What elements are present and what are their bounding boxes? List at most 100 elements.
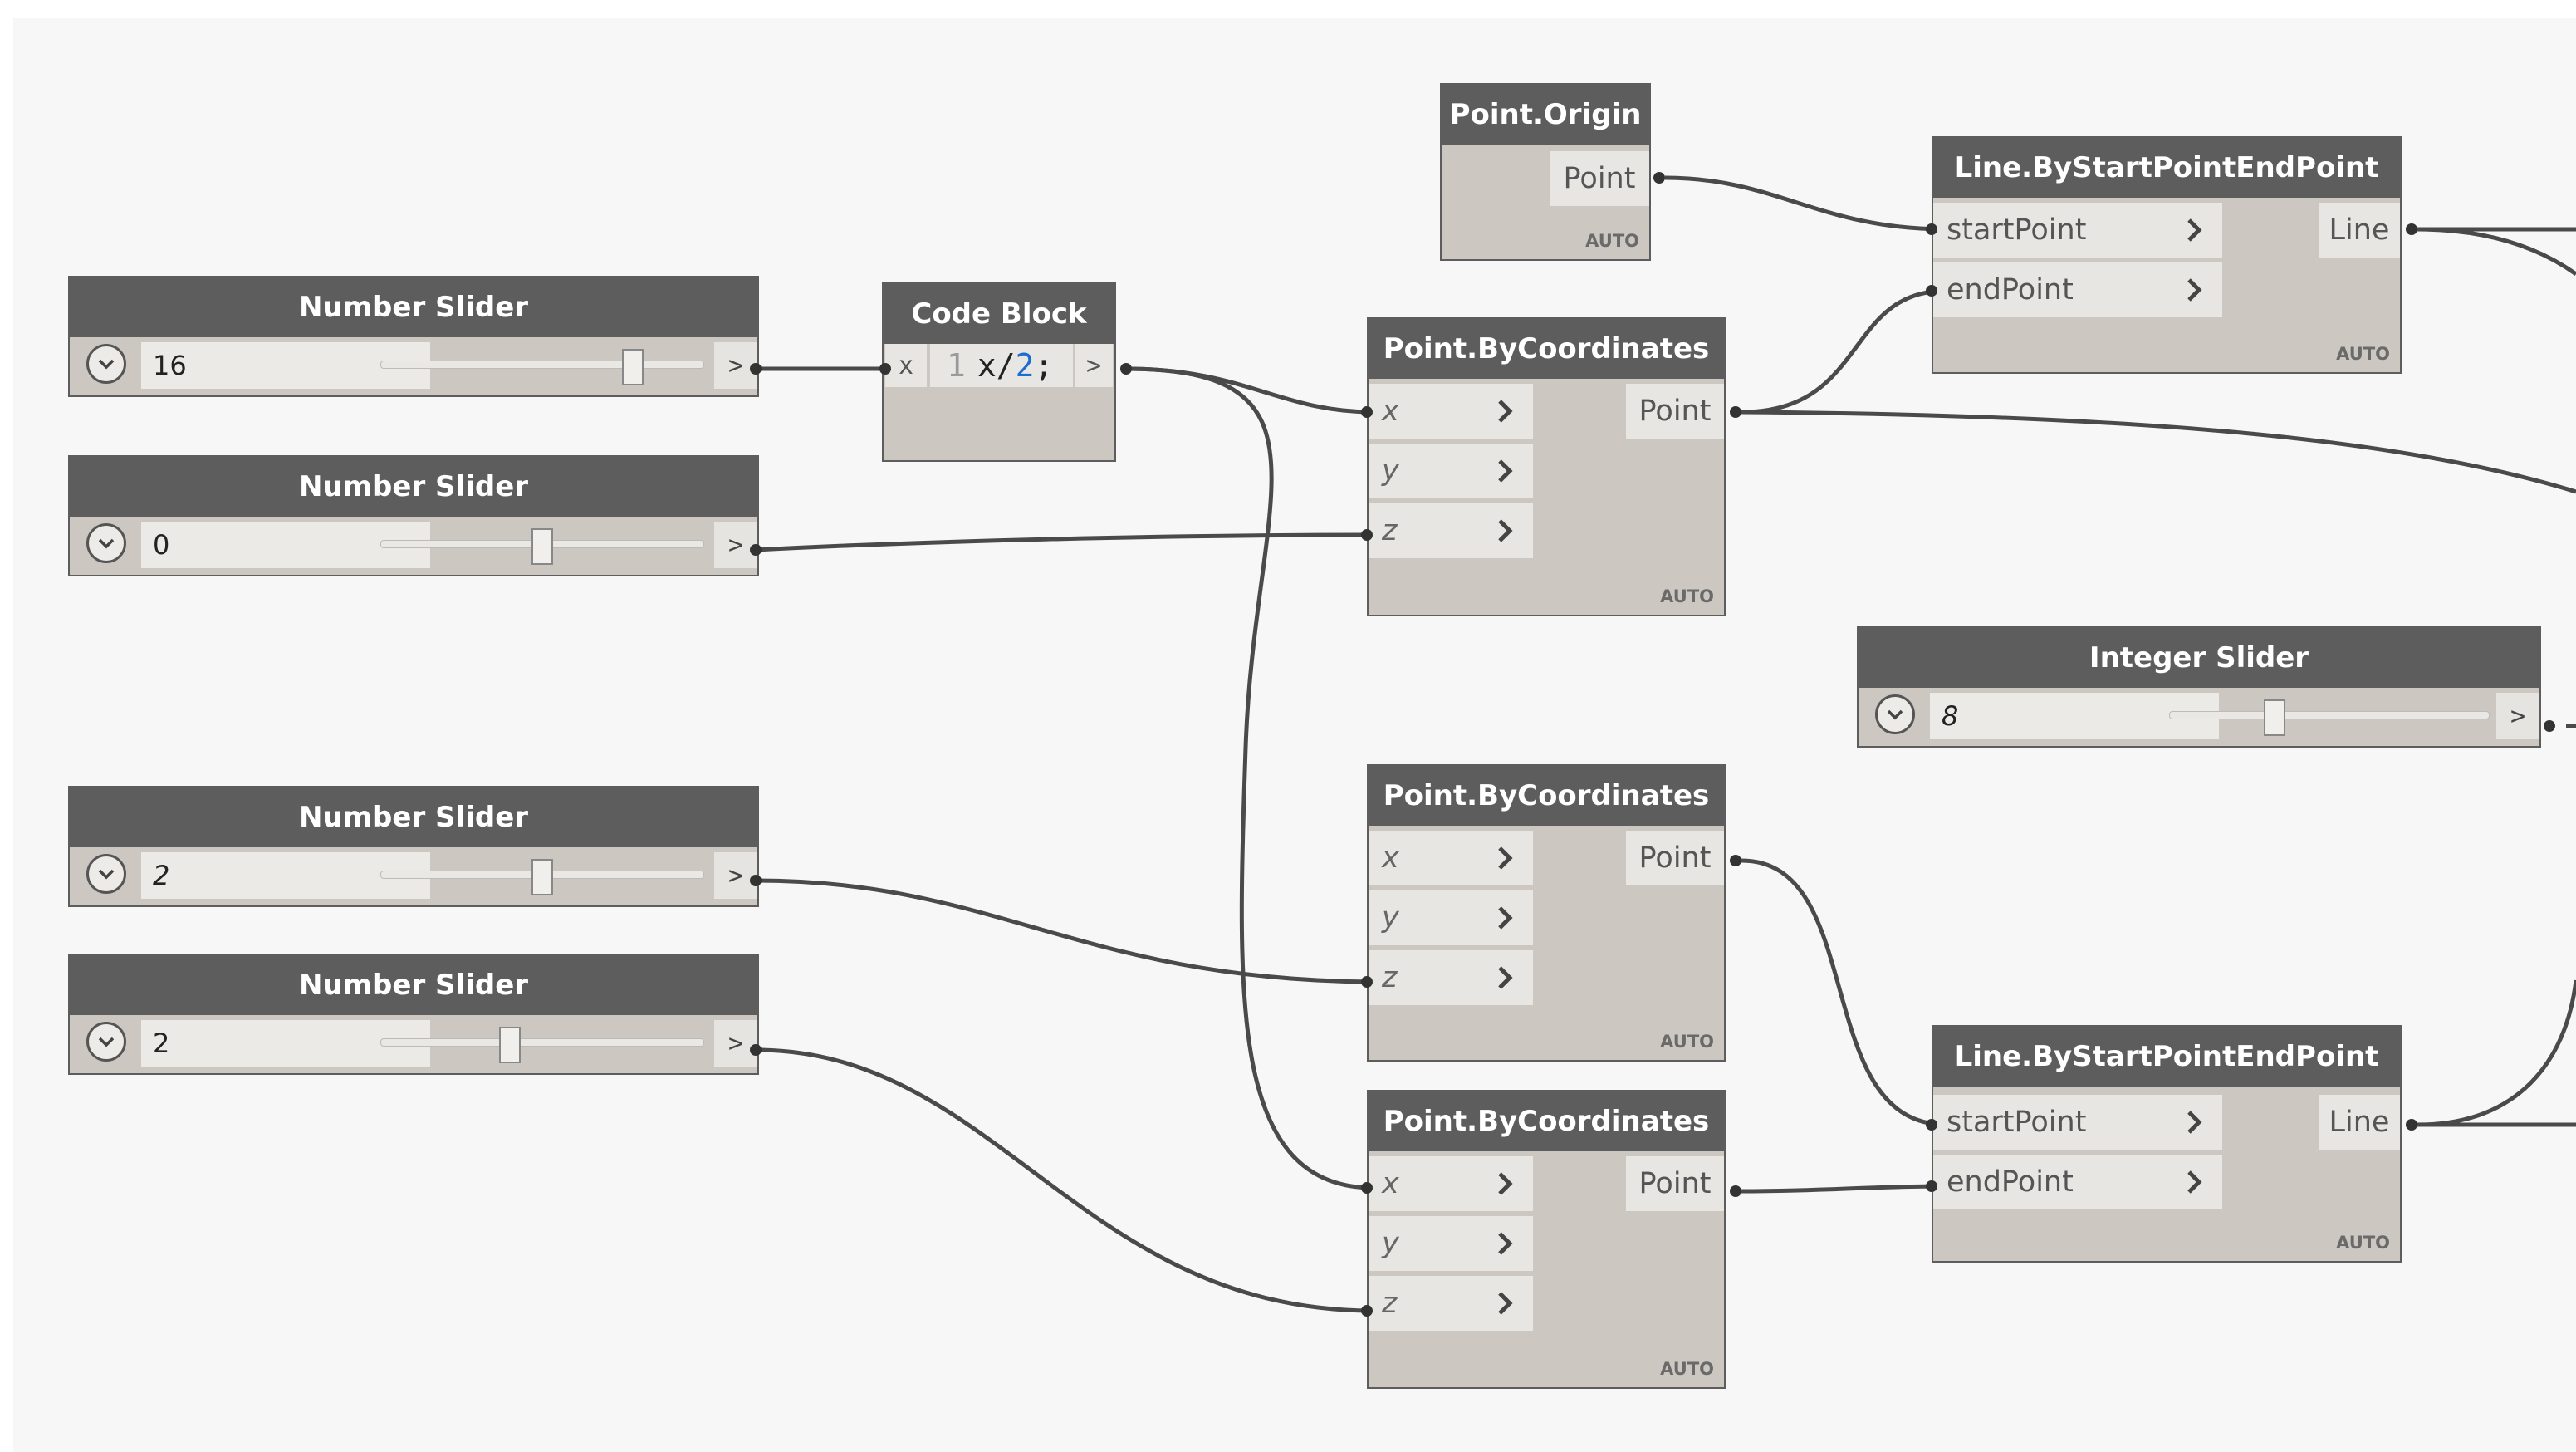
chevron-down-icon[interactable]: [1875, 694, 1915, 734]
slider-output-port[interactable]: >: [714, 1020, 757, 1067]
node-title[interactable]: Line.ByStartPointEndPoint: [1933, 1027, 2400, 1087]
slider-track[interactable]: [380, 1038, 704, 1047]
input-port-x[interactable]: x: [1369, 831, 1533, 887]
connector-dot[interactable]: [1730, 406, 1741, 418]
connector-dot[interactable]: [1361, 1182, 1373, 1194]
chevron-right-icon: [1498, 400, 1513, 423]
node-title[interactable]: Line.ByStartPointEndPoint: [1933, 138, 2400, 198]
node-title[interactable]: Number Slider: [70, 277, 757, 337]
input-port-y[interactable]: y: [1369, 444, 1533, 500]
input-port-x[interactable]: x: [1369, 384, 1533, 440]
lacing-label: AUTO: [1585, 231, 1639, 251]
slider-thumb[interactable]: [531, 528, 553, 565]
slider-output-port[interactable]: >: [714, 852, 757, 899]
output-port-line[interactable]: Line: [2319, 203, 2400, 258]
point-bycoordinates-node[interactable]: Point.ByCoordinates x y z Point AUTO: [1367, 764, 1726, 1062]
code-block-input-port[interactable]: x: [885, 344, 927, 387]
port-label: z: [1382, 514, 1398, 547]
connector-dot[interactable]: [1653, 172, 1665, 184]
connector-dot[interactable]: [1361, 529, 1373, 541]
node-title[interactable]: Number Slider: [70, 787, 757, 847]
node-title[interactable]: Code Block: [884, 284, 1114, 344]
connector-dot[interactable]: [1730, 1185, 1741, 1197]
output-port-point[interactable]: Point: [1626, 1156, 1724, 1211]
connector-dot[interactable]: [1361, 976, 1373, 988]
connector-dot[interactable]: [1361, 1305, 1373, 1317]
input-port-z[interactable]: z: [1369, 950, 1533, 1007]
node-title[interactable]: Point.ByCoordinates: [1369, 319, 1724, 379]
line-bystartpointendpoint-node[interactable]: Line.ByStartPointEndPoint startPoint end…: [1932, 1025, 2402, 1263]
slider-output-port[interactable]: >: [2496, 693, 2539, 739]
chevron-down-icon[interactable]: [86, 854, 126, 894]
number-slider-node[interactable]: Number Slider 16 >: [68, 276, 759, 397]
point-bycoordinates-node[interactable]: Point.ByCoordinates x y z Point AUTO: [1367, 317, 1726, 616]
code-block-output-port[interactable]: >: [1075, 344, 1113, 387]
connector-dot[interactable]: [1926, 285, 1937, 297]
connector-dot[interactable]: [1926, 1180, 1937, 1192]
slider-thumb[interactable]: [2264, 699, 2286, 736]
connector-dot[interactable]: [1926, 223, 1937, 235]
connector-dot[interactable]: [750, 363, 762, 375]
connector-dot[interactable]: [2544, 720, 2555, 732]
chevron-down-icon[interactable]: [86, 344, 126, 384]
node-title[interactable]: Number Slider: [70, 457, 757, 517]
connector-dot[interactable]: [1926, 1119, 1937, 1131]
number-slider-node[interactable]: Number Slider 2 >: [68, 786, 759, 907]
connector-dot[interactable]: [2406, 1119, 2417, 1131]
output-port-line[interactable]: Line: [2319, 1095, 2400, 1150]
connector-dot[interactable]: [750, 544, 762, 556]
output-port-point[interactable]: Point: [1626, 384, 1724, 439]
output-port-point[interactable]: Point: [1550, 151, 1649, 206]
connector-dot[interactable]: [1730, 855, 1741, 866]
port-label: x: [1382, 841, 1399, 875]
node-title[interactable]: Point.Origin: [1442, 85, 1649, 145]
point-bycoordinates-node[interactable]: Point.ByCoordinates x y z Point AUTO: [1367, 1090, 1726, 1389]
chevron-down-icon[interactable]: [86, 1022, 126, 1062]
line-bystartpointendpoint-node[interactable]: Line.ByStartPointEndPoint startPoint end…: [1932, 136, 2402, 374]
port-label: y: [1382, 1227, 1399, 1260]
connector-dot[interactable]: [879, 363, 891, 375]
port-label: y: [1382, 901, 1399, 934]
code-number: 2: [1015, 347, 1035, 384]
integer-slider-node[interactable]: Integer Slider 8 >: [1857, 626, 2541, 748]
slider-thumb[interactable]: [622, 349, 644, 385]
input-port-y[interactable]: y: [1369, 890, 1533, 947]
chevron-right-icon: [1498, 459, 1513, 483]
lacing-label: AUTO: [2336, 344, 2390, 364]
connector-dot[interactable]: [1120, 363, 1132, 375]
connector-dot[interactable]: [750, 875, 762, 886]
slider-output-port[interactable]: >: [714, 522, 757, 568]
input-port-startpoint[interactable]: startPoint: [1933, 203, 2222, 259]
input-port-startpoint[interactable]: startPoint: [1933, 1095, 2222, 1151]
slider-thumb[interactable]: [531, 859, 553, 895]
node-title[interactable]: Number Slider: [70, 955, 757, 1015]
input-port-endpoint[interactable]: endPoint: [1933, 262, 2222, 319]
port-label: x: [1382, 395, 1399, 428]
input-port-z[interactable]: z: [1369, 503, 1533, 560]
number-slider-node[interactable]: Number Slider 0 >: [68, 455, 759, 576]
node-title[interactable]: Integer Slider: [1859, 628, 2539, 688]
chevron-right-icon: [1498, 1232, 1513, 1255]
number-slider-node[interactable]: Number Slider 2 >: [68, 954, 759, 1075]
slider-thumb[interactable]: [499, 1027, 521, 1063]
input-port-endpoint[interactable]: endPoint: [1933, 1155, 2222, 1211]
input-port-x[interactable]: x: [1369, 1156, 1533, 1213]
chevron-right-icon: [1498, 906, 1513, 930]
node-title[interactable]: Point.ByCoordinates: [1369, 1091, 1724, 1151]
input-port-z[interactable]: z: [1369, 1276, 1533, 1332]
slider-track[interactable]: [2169, 711, 2490, 719]
connector-dot[interactable]: [2406, 223, 2417, 235]
port-label: endPoint: [1947, 1165, 2074, 1199]
connector-dot[interactable]: [750, 1044, 762, 1056]
node-title[interactable]: Point.ByCoordinates: [1369, 766, 1724, 826]
port-label: x: [1382, 1167, 1399, 1200]
input-port-y[interactable]: y: [1369, 1216, 1533, 1273]
output-port-point[interactable]: Point: [1626, 831, 1724, 885]
slider-track[interactable]: [380, 361, 704, 369]
connector-dot[interactable]: [1361, 406, 1373, 418]
code-text: ;: [1034, 347, 1054, 384]
chevron-down-icon[interactable]: [86, 523, 126, 563]
point-origin-node[interactable]: Point.Origin Point AUTO: [1440, 83, 1651, 261]
